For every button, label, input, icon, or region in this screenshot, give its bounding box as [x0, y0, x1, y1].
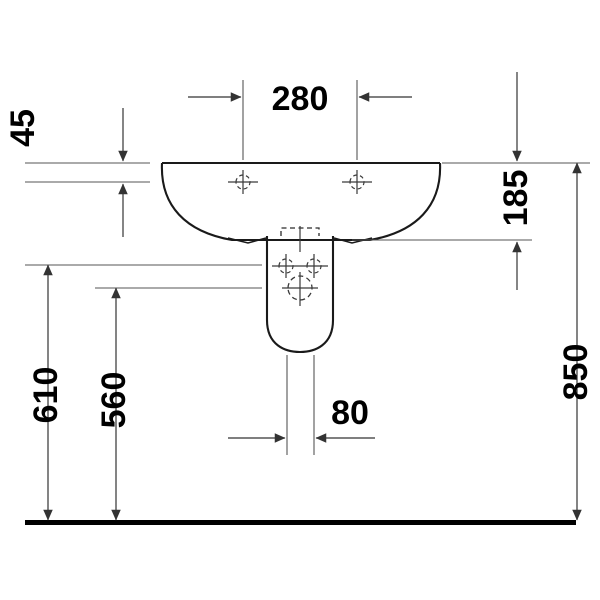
- extension-lines: [25, 80, 590, 455]
- pedestal-shroud-outline: [265, 236, 335, 354]
- dim-label-45: 45: [4, 109, 42, 147]
- tap-hole-left-icon: [228, 170, 258, 194]
- basin-underside-lip-left: [227, 237, 267, 244]
- supply-connector-right-icon: [300, 254, 328, 278]
- dim-label-80: 80: [331, 394, 369, 432]
- waste-outlet-icon: [282, 272, 318, 306]
- washbasin-outline: [160, 161, 442, 244]
- tap-hole-right-icon: [342, 170, 372, 194]
- dim-label-280: 280: [272, 80, 329, 118]
- dim-label-185: 185: [497, 170, 535, 227]
- dim-label-560: 560: [95, 372, 133, 429]
- finished-floor-line: [25, 520, 576, 525]
- dim-label-610: 610: [27, 367, 65, 424]
- dim-label-850: 850: [557, 344, 595, 401]
- basin-bowl-outline: [160, 162, 442, 242]
- supply-connector-left-icon: [272, 254, 300, 278]
- dimension-lines: [43, 72, 582, 521]
